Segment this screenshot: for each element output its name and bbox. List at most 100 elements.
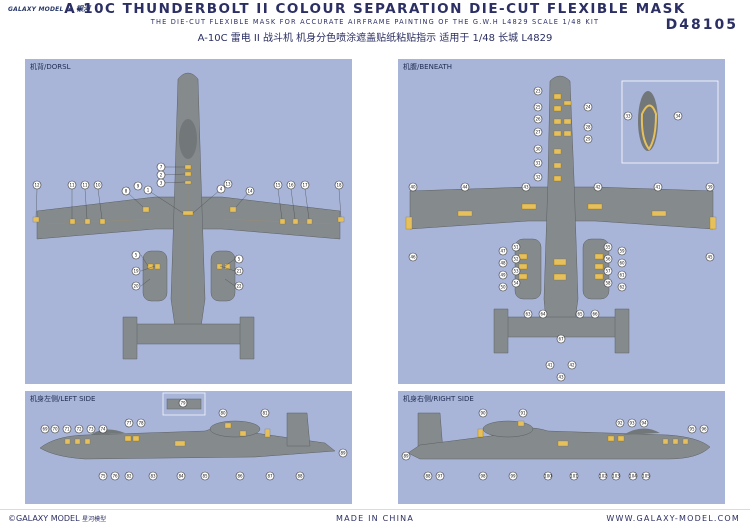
- svg-text:9: 9: [137, 184, 140, 189]
- beneath-diagram: 23 24 25 26 27 28 29 30 31 32 33 34 40 4…: [405, 75, 719, 382]
- svg-text:25: 25: [535, 105, 541, 110]
- svg-text:24: 24: [585, 105, 591, 110]
- svg-text:103: 103: [612, 474, 620, 479]
- svg-text:64: 64: [540, 312, 546, 317]
- svg-text:57: 57: [605, 269, 611, 274]
- svg-text:45: 45: [707, 255, 713, 260]
- dorsal-fin-left: [122, 316, 138, 360]
- beneath-fuselage: [543, 75, 579, 335]
- product-code: D48105: [665, 17, 738, 33]
- svg-text:10: 10: [95, 183, 101, 188]
- svg-text:54: 54: [513, 281, 519, 286]
- svg-text:84: 84: [178, 474, 184, 479]
- svg-text:88: 88: [297, 474, 303, 479]
- dorsal-fin-right: [239, 316, 255, 360]
- svg-text:100: 100: [544, 474, 552, 479]
- svg-text:43: 43: [523, 185, 529, 190]
- svg-text:39: 39: [707, 185, 713, 190]
- dorsal-callouts: 7 2 3 1 8 9 4 13 14 12 11 11 10 15 16 17…: [32, 162, 344, 291]
- svg-text:12: 12: [34, 183, 40, 188]
- dorsal-tailplane: [129, 323, 248, 345]
- svg-text:42: 42: [569, 363, 575, 368]
- svg-text:83: 83: [150, 474, 156, 479]
- left-side-diagram: 69 70 71 72 73 74 77 78 79 80 81 89 75 7…: [39, 392, 348, 481]
- svg-text:92: 92: [617, 421, 623, 426]
- panel-label: 机身左侧/LEFT SIDE: [30, 395, 96, 403]
- svg-text:41: 41: [655, 185, 661, 190]
- footer-divider: [0, 509, 750, 510]
- svg-text:98: 98: [480, 474, 486, 479]
- right-side-diagram: 89 90 91 92 93 94 95 96 88 97 98 99 100 …: [401, 408, 711, 481]
- svg-text:2: 2: [160, 173, 163, 178]
- svg-text:66: 66: [592, 312, 598, 317]
- svg-text:42: 42: [595, 185, 601, 190]
- svg-text:95: 95: [689, 427, 695, 432]
- svg-text:56: 56: [605, 257, 611, 262]
- panel-dorsal: 机背/DORSL: [25, 59, 352, 384]
- svg-text:17: 17: [302, 183, 308, 188]
- inset-box: [621, 80, 719, 164]
- beneath-callouts: 23 24 25 26 27 28 29 30 31 32 33 34 40 4…: [408, 86, 715, 382]
- svg-text:71: 71: [64, 427, 70, 432]
- svg-text:89: 89: [340, 451, 346, 456]
- svg-text:41: 41: [547, 363, 553, 368]
- svg-text:82: 82: [126, 474, 132, 479]
- svg-text:18: 18: [336, 183, 342, 188]
- svg-text:51: 51: [513, 245, 519, 250]
- footer-made-in: MADE IN CHINA: [335, 514, 415, 523]
- svg-text:60: 60: [619, 261, 625, 266]
- page-subtitle: THE DIE-CUT FLEXIBLE MASK FOR ACCURATE A…: [150, 18, 600, 26]
- svg-text:27: 27: [535, 130, 541, 135]
- svg-text:7: 7: [160, 165, 163, 170]
- inset-box: [162, 392, 206, 416]
- left-tailfin: [286, 412, 311, 447]
- svg-text:20: 20: [133, 284, 139, 289]
- svg-text:91: 91: [520, 411, 526, 416]
- left-masks: [64, 422, 271, 447]
- svg-text:29: 29: [585, 137, 591, 142]
- svg-text:76: 76: [112, 474, 118, 479]
- svg-text:5: 5: [238, 257, 241, 262]
- logo-cn: 银河: [76, 5, 91, 13]
- panel-beneath: 机腹/BENEATH: [398, 59, 725, 384]
- svg-text:32: 32: [535, 175, 541, 180]
- svg-text:62: 62: [619, 285, 625, 290]
- panel-label: 机身右侧/RIGHT SIDE: [403, 395, 474, 403]
- inset-mask: [640, 104, 658, 151]
- dorsal-canopy: [179, 119, 197, 159]
- svg-text:14: 14: [247, 189, 253, 194]
- svg-text:15: 15: [275, 183, 281, 188]
- svg-text:40: 40: [410, 185, 416, 190]
- svg-text:80: 80: [220, 411, 226, 416]
- svg-text:23: 23: [535, 89, 541, 94]
- star-icon: ✕: [66, 4, 74, 14]
- svg-text:11: 11: [82, 183, 88, 188]
- svg-text:65: 65: [577, 312, 583, 317]
- svg-text:77: 77: [126, 421, 132, 426]
- svg-text:21: 21: [236, 269, 242, 274]
- footer-brand-text: ©GALAXY MODEL: [8, 514, 80, 523]
- svg-text:97: 97: [437, 474, 443, 479]
- svg-text:87: 87: [267, 474, 273, 479]
- panel-right-side: 机身右侧/RIGHT SIDE 89 90 91 92 93 94: [398, 391, 725, 504]
- svg-text:70: 70: [52, 427, 58, 432]
- panel-label: 机背/DORSL: [30, 63, 71, 71]
- footer-brand-cn: 星河模型: [82, 516, 107, 523]
- svg-text:1: 1: [147, 188, 150, 193]
- svg-text:55: 55: [605, 245, 611, 250]
- footer-website-link[interactable]: WWW.GALAXY-MODEL.COM: [606, 514, 740, 523]
- left-callouts: 69 70 71 72 73 74 77 78 79 80 81 89 75 7…: [40, 398, 348, 481]
- svg-text:81: 81: [262, 411, 268, 416]
- dorsal-masks: [32, 164, 345, 270]
- logo-text: GALAXY MODEL: [8, 5, 64, 13]
- left-engine: [209, 420, 261, 438]
- svg-text:88: 88: [425, 474, 431, 479]
- beneath-fin-right: [614, 308, 630, 354]
- svg-text:11: 11: [69, 183, 75, 188]
- footer-brand: ©GALAXY MODEL 星河模型: [8, 514, 106, 523]
- svg-text:31: 31: [535, 161, 541, 166]
- svg-text:47: 47: [500, 249, 506, 254]
- svg-text:30: 30: [535, 147, 541, 152]
- dorsal-engine-right: [210, 250, 236, 302]
- dorsal-engine-left: [142, 250, 168, 302]
